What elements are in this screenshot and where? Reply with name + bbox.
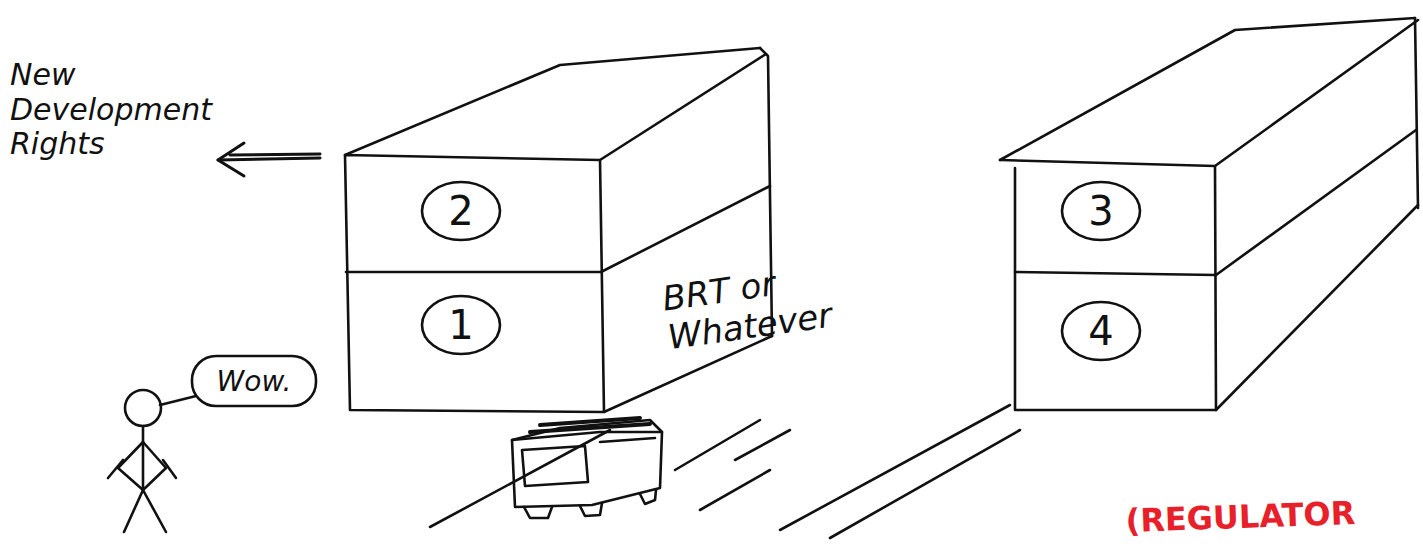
- floor-number: 3: [1060, 180, 1142, 242]
- floor-number: 2: [420, 180, 502, 242]
- floor-number: 4: [1060, 300, 1142, 362]
- floor-number-text: 3: [1078, 188, 1123, 234]
- road-lines: [430, 405, 1020, 538]
- bubble-outline-shape: [192, 356, 316, 406]
- circle-outline-shape: [422, 182, 500, 240]
- pointer-arrow: [218, 143, 320, 176]
- circle-outline-shape: [1062, 182, 1140, 240]
- floor-number-text: 1: [438, 302, 483, 348]
- bus-symbol: [512, 418, 662, 518]
- regulator-note: (REGULATOR: [1125, 493, 1416, 540]
- floor-number: 1: [420, 294, 502, 356]
- circle-outline-shape: [1062, 302, 1140, 360]
- speech-tail: [160, 396, 196, 405]
- floor-number-text: 2: [438, 188, 483, 234]
- annotation-note: New Development Rights: [10, 58, 215, 162]
- right-building: [1000, 18, 1418, 410]
- floor-number-text: 4: [1078, 308, 1123, 354]
- transit-label: BRT or Whatever: [660, 254, 859, 358]
- left-building: [345, 48, 772, 412]
- speech-text: Wow.: [207, 365, 302, 398]
- circle-outline-shape: [422, 296, 500, 354]
- stick-figure: [108, 390, 176, 532]
- speech-bubble: Wow.: [190, 354, 318, 408]
